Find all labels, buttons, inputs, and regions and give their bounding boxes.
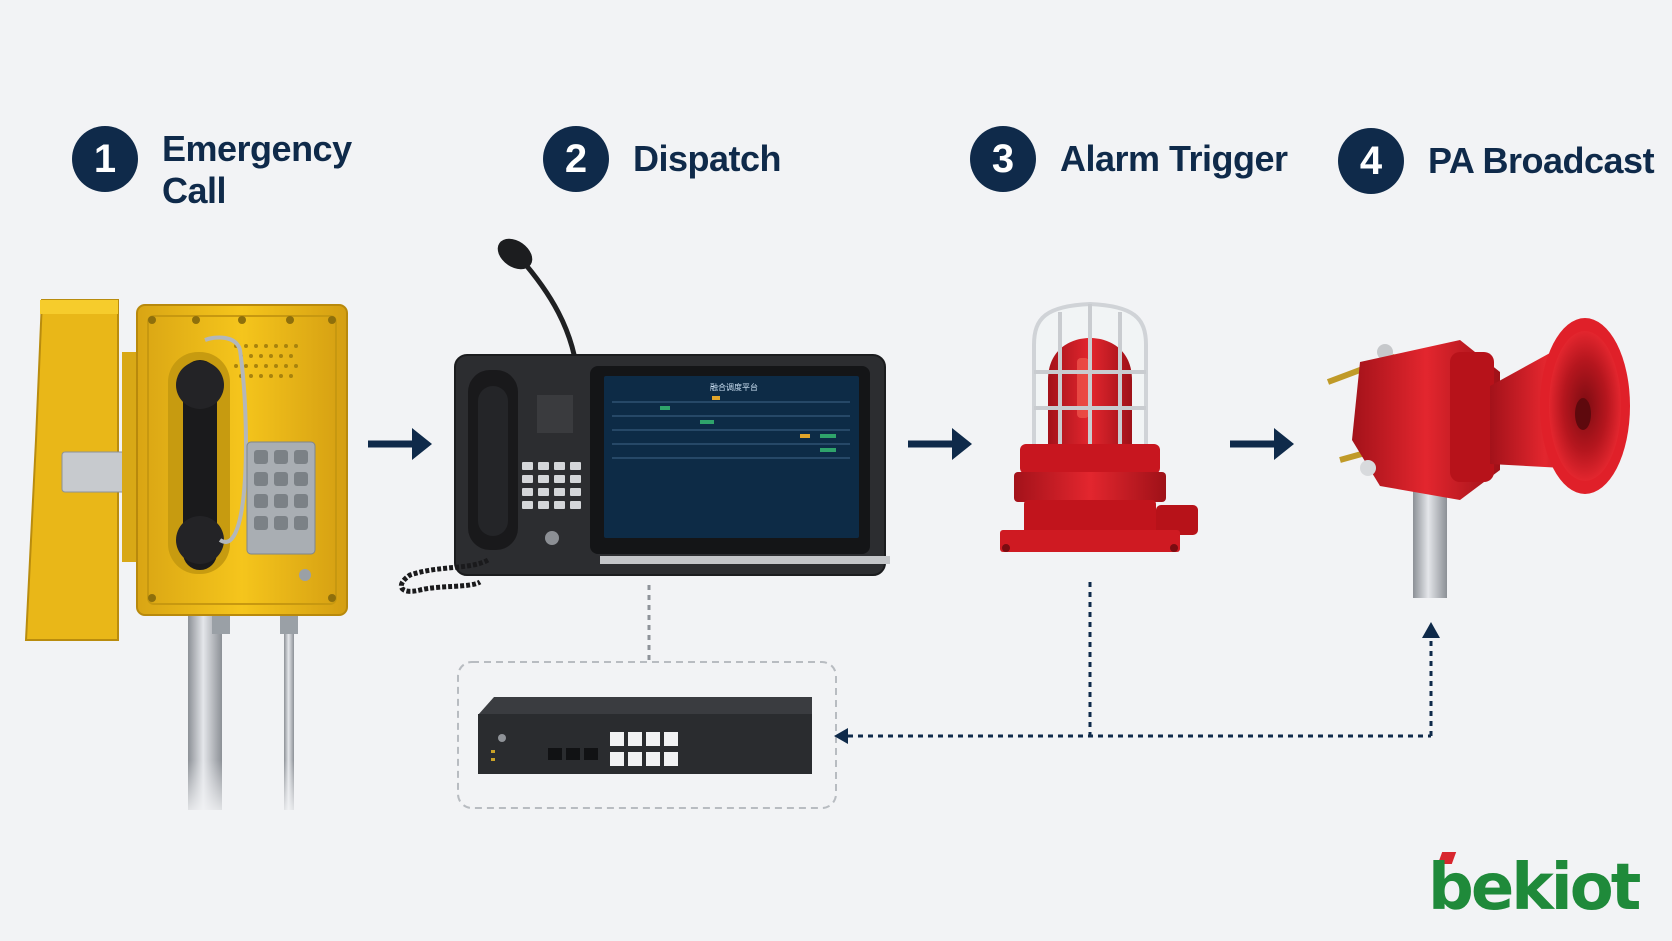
network-switch-icon [457, 661, 837, 809]
network-connector-lines [647, 582, 1433, 738]
step-number-badge: 4 [1338, 128, 1404, 194]
step-pa-broadcast: 4 PA Broadcast [1338, 128, 1655, 194]
step-label-line2: Call [162, 170, 227, 211]
arrow-left-icon [834, 728, 848, 744]
arrow-right-icon [1230, 428, 1294, 460]
console-screen-title: 融合调度平台 [710, 382, 758, 392]
emergency-phone-icon [24, 299, 348, 820]
arrow-right-icon [908, 428, 972, 460]
pa-horn-speaker-icon [1326, 318, 1630, 598]
step-label: Emergency Call [162, 128, 352, 212]
step-number-badge: 2 [543, 126, 609, 192]
brand-logo: bekiot [1428, 851, 1641, 925]
step-label-line1: Emergency [162, 128, 352, 169]
step-emergency-call: 1 Emergency Call [72, 126, 352, 212]
alarm-beacon-icon [1000, 301, 1198, 552]
step-number-badge: 3 [970, 126, 1036, 192]
step-label: PA Broadcast [1428, 140, 1655, 181]
step-label: Alarm Trigger [1060, 138, 1288, 179]
step-label: Dispatch [633, 138, 782, 179]
step-alarm-trigger: 3 Alarm Trigger [970, 126, 1288, 192]
arrow-right-icon [368, 428, 432, 460]
arrow-up-icon [1422, 622, 1440, 638]
step-number-badge: 1 [72, 126, 138, 192]
dispatch-console-icon: 融合调度平台 [398, 238, 890, 594]
step-dispatch: 2 Dispatch [543, 126, 782, 192]
